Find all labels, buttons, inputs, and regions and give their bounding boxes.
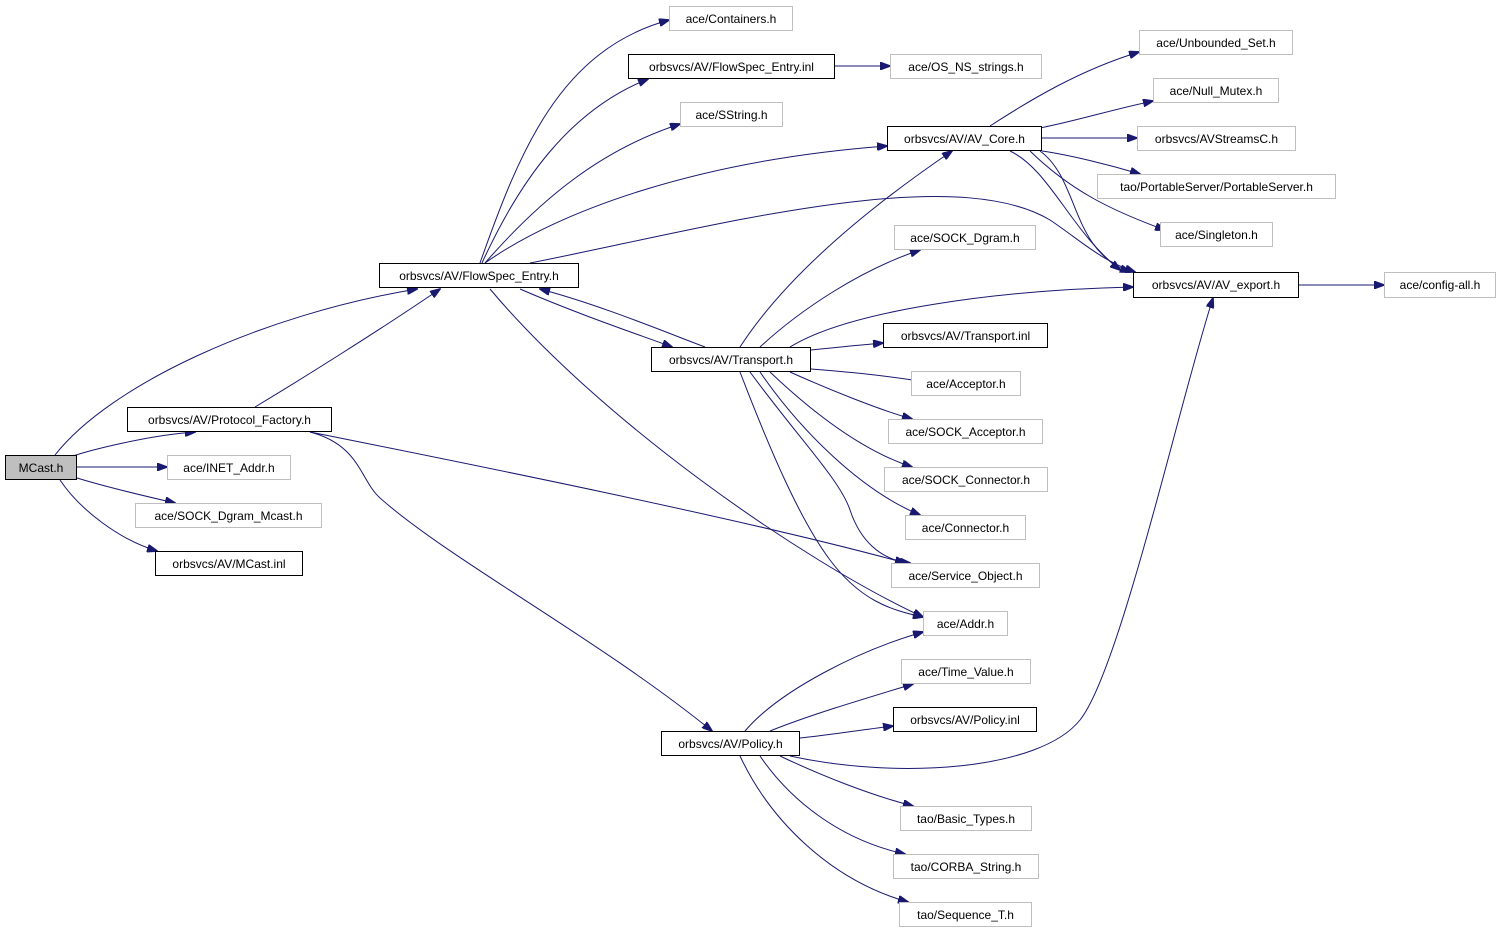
node-portableserver-h[interactable]: tao/PortableServer/PortableServer.h xyxy=(1097,174,1336,199)
node-avstreamsc-h[interactable]: orbsvcs/AVStreamsC.h xyxy=(1137,126,1296,151)
node-containers-h[interactable]: ace/Containers.h xyxy=(669,6,793,31)
node-singleton-h[interactable]: ace/Singleton.h xyxy=(1160,222,1273,247)
edge-mcast-to-protocol-factory xyxy=(69,432,195,458)
edge-flowspec-entry-to-av-export xyxy=(529,196,1135,272)
edge-policy-to-addr xyxy=(744,632,923,732)
edge-transport-to-flowspec-entry xyxy=(540,289,706,348)
node-basic-types-h[interactable]: tao/Basic_Types.h xyxy=(900,806,1032,831)
node-flowspec-entry-h[interactable]: orbsvcs/AV/FlowSpec_Entry.h xyxy=(379,263,579,288)
edge-transport-to-addr xyxy=(739,371,923,617)
node-sock-dgram-mcast-h[interactable]: ace/SOCK_Dgram_Mcast.h xyxy=(135,503,322,528)
node-corba-string-h[interactable]: tao/CORBA_String.h xyxy=(893,854,1039,879)
edge-transport-to-acceptor xyxy=(810,368,925,382)
edge-policy-to-corba-string xyxy=(759,755,905,854)
node-transport-inl[interactable]: orbsvcs/AV/Transport.inl xyxy=(883,323,1048,348)
edge-flowspec-entry-to-containers xyxy=(479,20,669,264)
edge-av-core-to-singleton xyxy=(1029,150,1165,230)
edge-protocol-factory-to-policy xyxy=(309,431,712,731)
node-inet-addr-h[interactable]: ace/INET_Addr.h xyxy=(167,455,291,480)
edge-transport-to-sock-connector xyxy=(769,371,912,467)
edge-transport-to-sock-dgram xyxy=(759,250,920,348)
node-unbounded-set-h[interactable]: ace/Unbounded_Set.h xyxy=(1139,30,1293,55)
edge-av-core-to-av-export-2 xyxy=(1009,150,1120,270)
node-sock-connector-h[interactable]: ace/SOCK_Connector.h xyxy=(884,467,1048,492)
node-transport-h[interactable]: orbsvcs/AV/Transport.h xyxy=(651,347,811,372)
node-sequence-t-h[interactable]: tao/Sequence_T.h xyxy=(899,902,1032,927)
node-connector-h[interactable]: ace/Connector.h xyxy=(905,515,1026,540)
edge-flowspec-entry-to-sstring xyxy=(484,124,680,264)
edge-policy-to-av-export xyxy=(789,298,1213,769)
node-os-ns-strings-h[interactable]: ace/OS_NS_strings.h xyxy=(890,54,1042,79)
edge-policy-to-basic-types xyxy=(779,755,913,806)
edge-av-core-to-portableserver xyxy=(1041,150,1140,174)
edge-policy-to-time-value xyxy=(769,684,913,732)
edge-flowspec-entry-to-transport xyxy=(519,288,672,347)
node-mcast-inl[interactable]: orbsvcs/AV/MCast.inl xyxy=(155,551,303,576)
node-av-export-h[interactable]: orbsvcs/AV/AV_export.h xyxy=(1133,272,1299,298)
edge-transport-to-service-object xyxy=(749,371,910,563)
edge-transport-to-av-export xyxy=(789,287,1133,348)
edge-protocol-factory-to-service-object xyxy=(309,431,905,563)
edge-flowspec-entry-to-addr xyxy=(489,288,923,617)
node-policy-inl[interactable]: orbsvcs/AV/Policy.inl xyxy=(893,707,1037,732)
edge-policy-to-policy-inl xyxy=(799,726,893,739)
node-acceptor-h[interactable]: ace/Acceptor.h xyxy=(911,371,1021,396)
edge-transport-to-transport-inl xyxy=(810,343,883,351)
node-addr-h[interactable]: ace/Addr.h xyxy=(923,611,1008,636)
node-sstring-h[interactable]: ace/SString.h xyxy=(680,102,783,127)
edge-mcast-to-sock-dgram-mcast xyxy=(76,477,175,503)
edge-flowspec-entry-to-av-core xyxy=(484,146,887,264)
node-sock-dgram-h[interactable]: ace/SOCK_Dgram.h xyxy=(894,225,1036,250)
edge-protocol-factory-to-flowspec-entry xyxy=(254,289,440,408)
edge-flowspec-entry-to-flowspec-entry-inl xyxy=(481,79,648,264)
node-null-mutex-h[interactable]: ace/Null_Mutex.h xyxy=(1153,78,1279,103)
node-av-core-h[interactable]: orbsvcs/AV/AV_Core.h xyxy=(887,126,1042,151)
edge-transport-to-connector xyxy=(759,371,920,515)
node-flowspec-entry-inl[interactable]: orbsvcs/AV/FlowSpec_Entry.inl xyxy=(628,54,835,79)
edge-av-core-to-av-export xyxy=(1039,150,1130,272)
edge-av-core-to-null-mutex xyxy=(1039,101,1153,129)
node-policy-h[interactable]: orbsvcs/AV/Policy.h xyxy=(661,731,800,756)
edge-policy-to-sequence-t xyxy=(739,755,908,902)
node-protocol-factory-h[interactable]: orbsvcs/AV/Protocol_Factory.h xyxy=(127,407,332,432)
node-time-value-h[interactable]: ace/Time_Value.h xyxy=(901,659,1031,684)
edge-mcast-to-mcast-inl xyxy=(59,479,157,551)
edge-mcast-to-flowspec-entry xyxy=(54,289,417,456)
edge-av-core-to-unbounded-set xyxy=(989,52,1139,127)
edge-transport-to-sock-acceptor xyxy=(789,371,912,419)
node-config-all-h[interactable]: ace/config-all.h xyxy=(1384,272,1496,298)
node-sock-acceptor-h[interactable]: ace/SOCK_Acceptor.h xyxy=(888,419,1043,444)
node-service-object-h[interactable]: ace/Service_Object.h xyxy=(891,563,1040,588)
edge-transport-to-av-core xyxy=(739,151,952,348)
node-mcast-h[interactable]: MCast.h xyxy=(5,455,77,480)
